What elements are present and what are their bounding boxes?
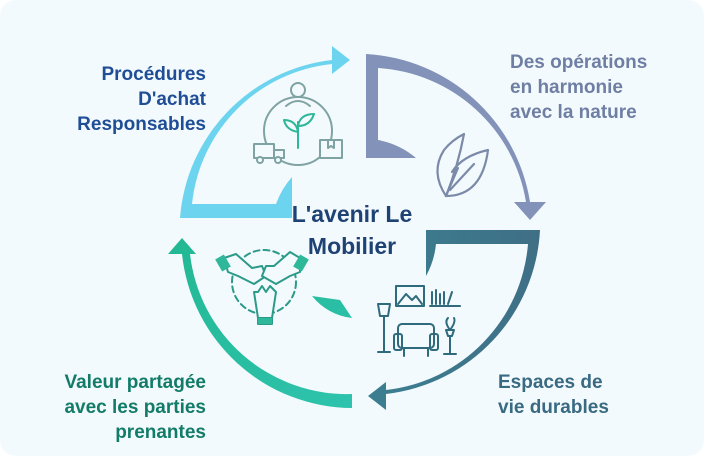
arc-procedures (180, 46, 350, 218)
center-title: L'avenir Le Mobilier (291, 201, 413, 259)
living-room-icon (377, 285, 461, 357)
label-valeur: Valeur partagée avec les parties prenant… (64, 372, 206, 443)
label-operations: Des opérations en harmonie avec la natur… (510, 52, 648, 123)
label-espaces: Espaces de vie durables (498, 372, 609, 418)
procurement-cycle-icon (253, 82, 343, 166)
label-procedures: Procédures D'achat Responsables (77, 64, 206, 135)
arc-operations (366, 54, 546, 220)
arc-espaces (368, 230, 540, 410)
arc-valeur (168, 238, 352, 408)
joined-hands-icon (215, 249, 309, 325)
leaf-icon (436, 132, 490, 198)
